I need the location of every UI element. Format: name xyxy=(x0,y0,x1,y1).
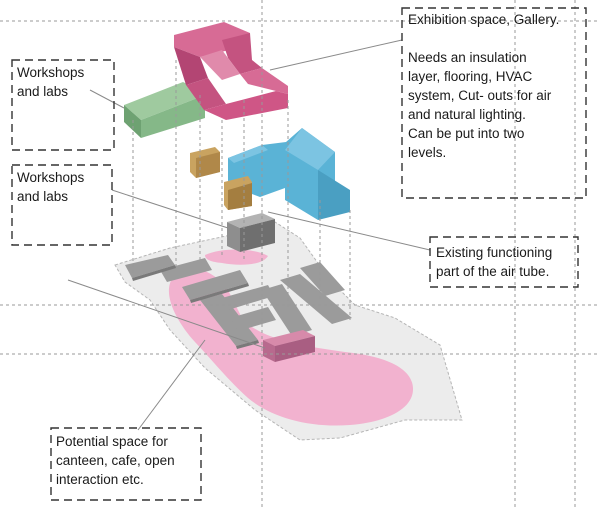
pink-zone-top xyxy=(205,249,268,265)
label-line: Workshops xyxy=(17,65,85,80)
ground-floor-shading xyxy=(132,265,259,349)
label-line: Potential space for xyxy=(56,434,168,449)
label-line: layer, flooring, HVAC xyxy=(408,69,533,84)
label-line: and labs xyxy=(17,84,69,99)
label-line: interaction etc. xyxy=(56,472,144,487)
label-line: part of the air tube. xyxy=(436,264,550,279)
air-tube-block xyxy=(227,213,275,252)
label-workshops-top: Workshops and labs xyxy=(17,63,84,101)
ground-floor-plan xyxy=(125,255,352,346)
label-line: and natural lighting. xyxy=(408,107,526,122)
label-line: and labs xyxy=(17,189,69,204)
label-line: system, Cut- outs for air xyxy=(408,88,552,103)
label-line: Needs an insulation xyxy=(408,50,527,65)
label-line: Can be put into two xyxy=(408,126,525,141)
label-workshops-mid: Workshops and labs xyxy=(17,168,84,206)
tan-volumes xyxy=(190,147,252,210)
label-exhibition: Exhibition space, Gallery. Needs an insu… xyxy=(408,10,559,162)
label-line: Workshops xyxy=(17,170,85,185)
label-line: Existing functioning xyxy=(436,245,553,260)
canteen-box xyxy=(263,330,315,362)
exhibition-title: Exhibition space, Gallery. xyxy=(408,12,560,27)
label-line: levels. xyxy=(408,145,447,160)
annotation-boxes xyxy=(11,7,587,501)
label-canteen: Potential space for canteen, cafe, open … xyxy=(56,432,175,489)
leader-lines xyxy=(67,39,431,431)
blue-volume xyxy=(228,128,350,220)
label-air-tube: Existing functioning part of the air tub… xyxy=(436,243,552,281)
label-line: canteen, cafe, open xyxy=(56,453,175,468)
gallery-volume xyxy=(174,22,288,120)
